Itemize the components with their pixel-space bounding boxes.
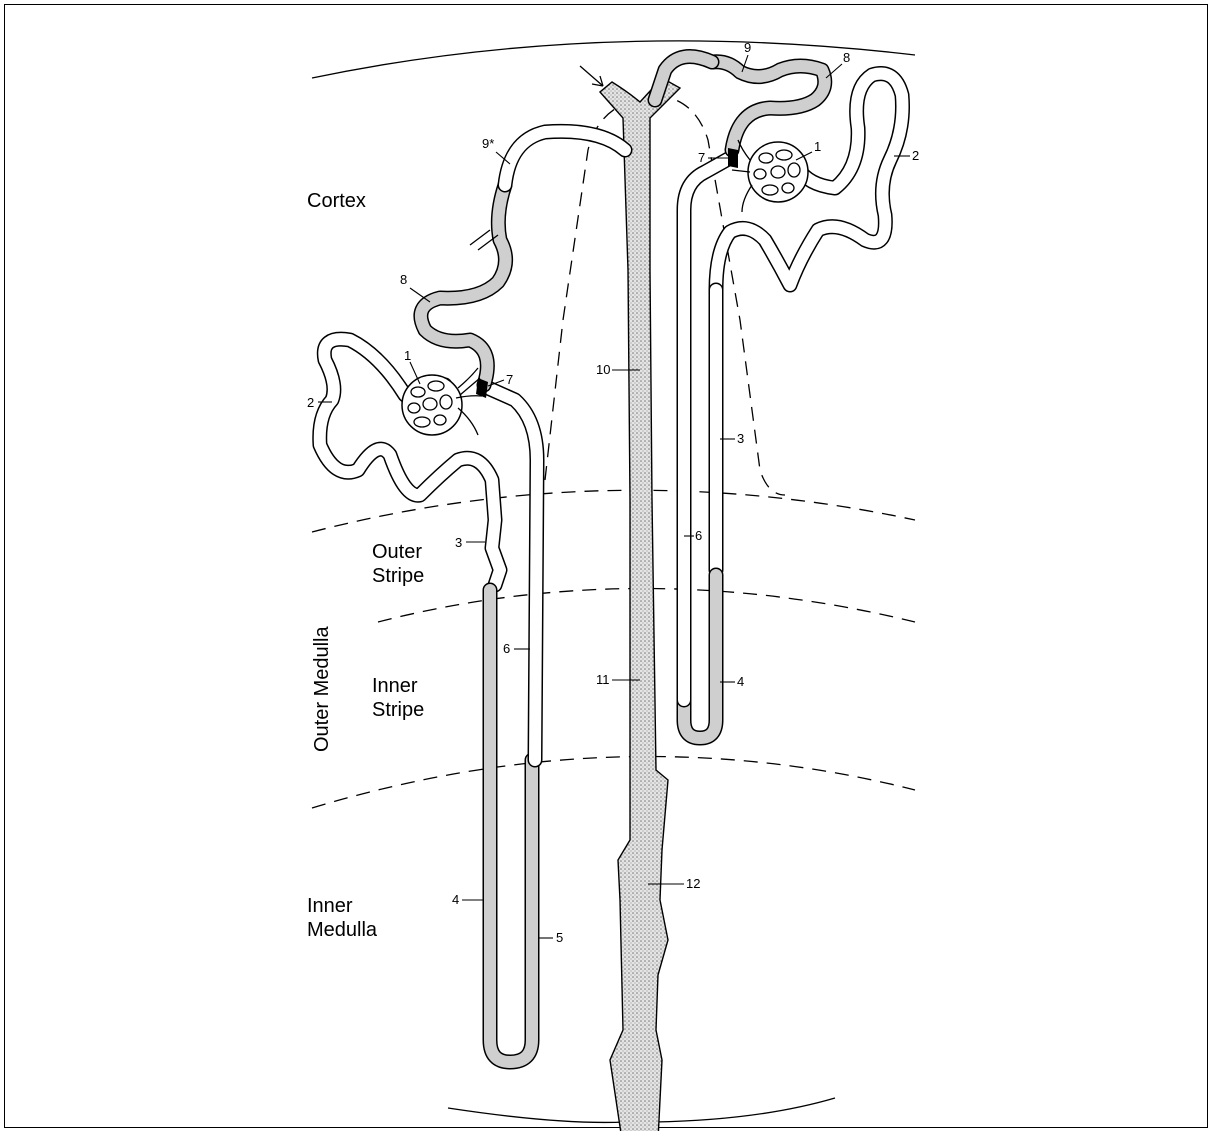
short-glomerulus [732, 140, 808, 212]
short-label-9: 9 [744, 40, 751, 55]
zone-outer-stripe-label-1: Outer [372, 541, 422, 563]
zone-inner-medulla-label-1: Inner [307, 895, 353, 917]
long-label-3: 3 [455, 535, 462, 550]
cd-label-12: 12 [686, 876, 700, 891]
zone-inner-medulla-label-2: Medulla [307, 919, 378, 941]
collecting-duct [600, 78, 680, 1131]
cortex-medulla-boundary [312, 490, 915, 532]
short-label-4: 4 [737, 674, 744, 689]
cd-label-11: 11 [596, 672, 610, 687]
short-label-2: 2 [912, 148, 919, 163]
short-macula-densa [728, 148, 738, 168]
zone-inner-stripe-label-2: Stripe [372, 699, 424, 721]
outer-inner-medulla-boundary [312, 757, 915, 808]
cd-label-10: 10 [596, 362, 610, 377]
zone-cortex-label: Cortex [307, 190, 366, 212]
zone-outer-medulla-label: Outer Medulla [311, 626, 333, 752]
long-label-4: 4 [452, 892, 459, 907]
short-label-7: 7 [698, 150, 705, 165]
long-label-2: 2 [307, 395, 314, 410]
long-thin-limb-loop [490, 590, 532, 1062]
long-label-6: 6 [503, 641, 510, 656]
long-label-8: 8 [400, 272, 407, 287]
short-label-6: 6 [695, 528, 702, 543]
short-label-1: 1 [814, 139, 821, 154]
zone-inner-stripe-label-1: Inner [372, 675, 418, 697]
long-label-5: 5 [556, 930, 563, 945]
long-label-1: 1 [404, 348, 411, 363]
long-label-9: 9* [482, 136, 494, 151]
zone-outer-stripe-label-2: Stripe [372, 565, 424, 587]
short-label-3: 3 [737, 431, 744, 446]
long-glomerulus [402, 368, 482, 435]
short-label-8: 8 [843, 50, 850, 65]
afferent-arrow [580, 66, 603, 86]
medullary-ray-boundary-left [545, 100, 635, 480]
long-label-7: 7 [506, 372, 513, 387]
